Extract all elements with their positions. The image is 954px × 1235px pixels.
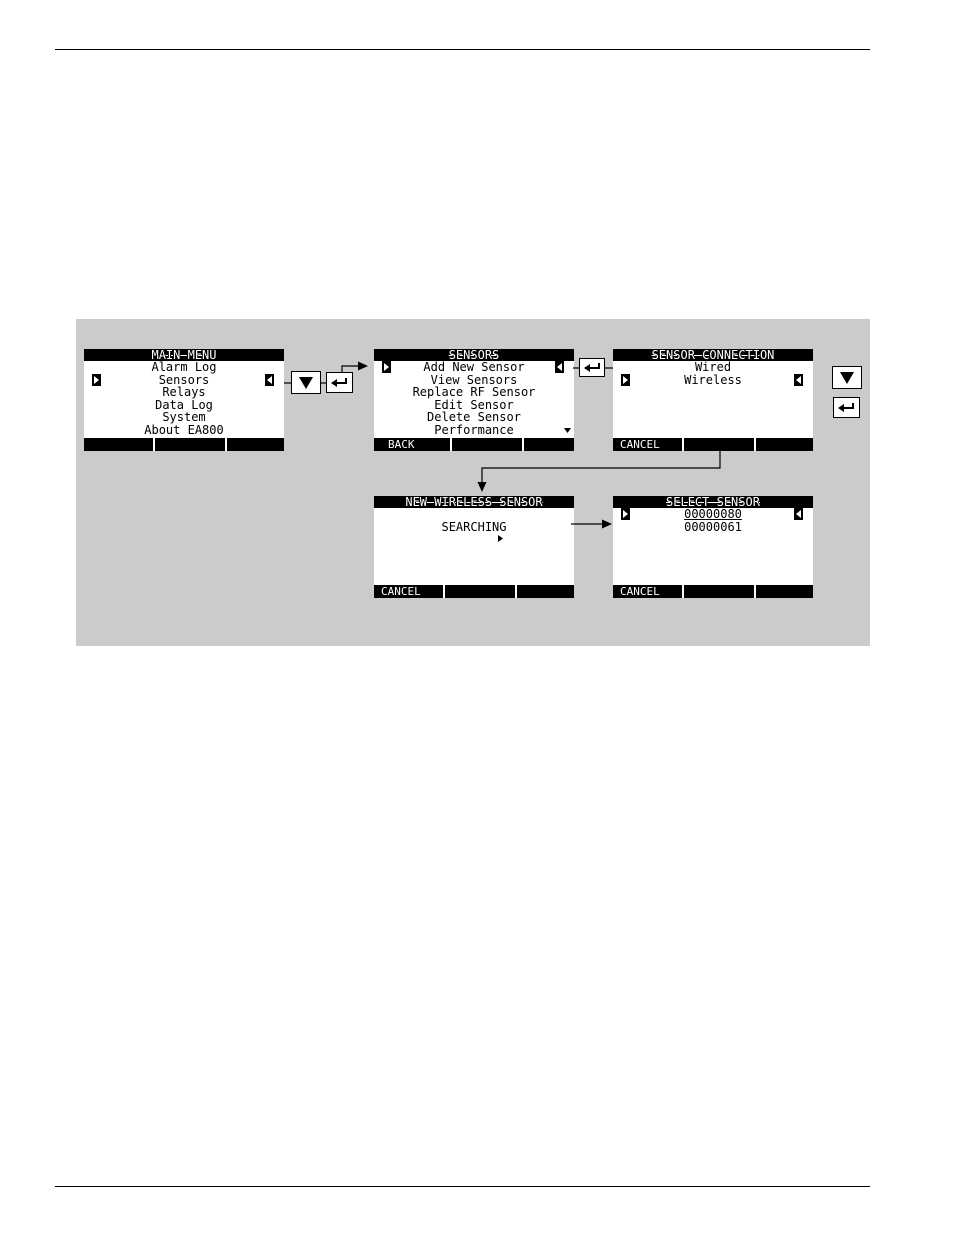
connector-connection-to-wireless xyxy=(482,450,720,484)
arrowhead-icon xyxy=(358,362,368,371)
arrowhead-icon xyxy=(478,482,487,492)
arrowhead-icon xyxy=(602,520,612,529)
connector-enter-to-sensors xyxy=(342,366,360,372)
